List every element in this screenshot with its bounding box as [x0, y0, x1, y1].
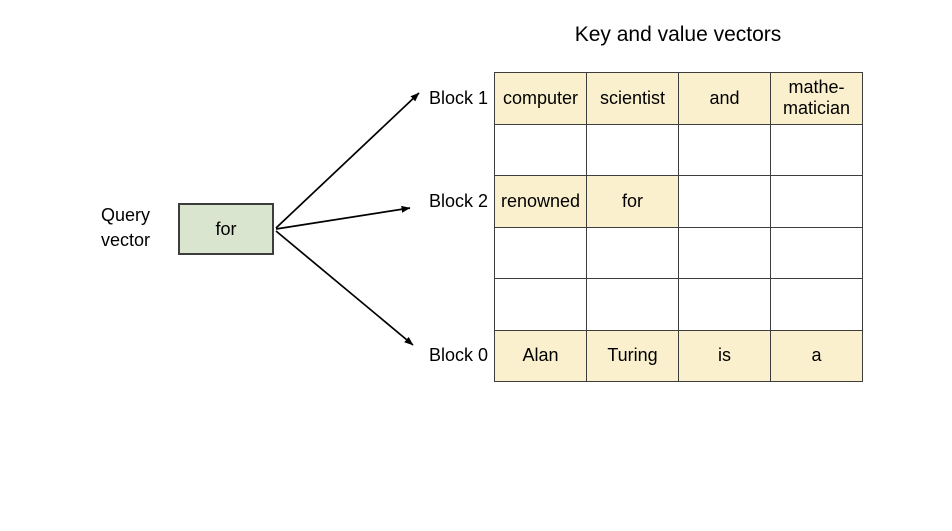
block-label-block-2: Block 2: [428, 190, 488, 211]
grid-row: [494, 123, 863, 176]
grid-row: [494, 226, 863, 279]
grid-cell-text: is: [718, 345, 731, 366]
grid-cell-r6-c2: Turing: [586, 329, 679, 382]
grid-cell-r5-c4: [770, 278, 863, 331]
query-vector-label: Query vector: [101, 203, 177, 253]
grid-row: Alan Turing is a: [494, 329, 863, 382]
grid-cell-text: Alan: [522, 345, 559, 366]
grid-cell-text: scientist: [599, 87, 666, 108]
query-vector-value: for: [215, 218, 237, 239]
grid-cell-r2-c1: [494, 123, 587, 176]
grid-cell-r4-c2: [586, 226, 679, 279]
query-vector-label-line2: vector: [101, 230, 151, 250]
grid-cell-r1-c2: scientist: [586, 72, 679, 125]
grid-cell-r6-c4: a: [770, 329, 863, 382]
grid-cell-r5-c3: [678, 278, 771, 331]
arrow-to-block-0: [275, 230, 414, 346]
grid-cell-r4-c3: [678, 226, 771, 279]
grid-cell-r3-c1: renowned: [494, 175, 587, 228]
grid-cell-r5-c2: [586, 278, 679, 331]
grid-cell-r1-c3: and: [678, 72, 771, 125]
grid-cell-text: renowned: [500, 190, 581, 211]
grid-cell-r6-c3: is: [678, 329, 771, 382]
key-value-grid: computer scientist and mathe-matician renown…: [494, 72, 863, 382]
grid-cell-r4-c1: [494, 226, 587, 279]
grid-cell-r3-c2: for: [586, 175, 679, 228]
grid-cell-r1-c1: computer: [494, 72, 587, 125]
grid-row: renowned for: [494, 175, 863, 228]
arrow-to-block-2: [275, 205, 411, 230]
grid-cell-text: Turing: [607, 345, 658, 366]
grid-cell-r3-c3: [678, 175, 771, 228]
grid-cell-r1-c4: mathe-matician: [770, 72, 863, 125]
grid-cell-text: a: [811, 345, 822, 366]
block-label-block-1: Block 1: [428, 87, 488, 108]
grid-cell-r5-c1: [494, 278, 587, 331]
query-vector-box: for: [178, 203, 274, 255]
block-label-block-0: Block 0: [428, 345, 488, 366]
grid-cell-text: and: [709, 87, 740, 108]
grid-row: [494, 278, 863, 331]
grid-row: computer scientist and mathe-matician: [494, 72, 863, 125]
grid-cell-r2-c4: [770, 123, 863, 176]
grid-cell-r6-c1: Alan: [494, 329, 587, 382]
grid-cell-text: for: [621, 190, 643, 211]
grid-cell-text: computer: [502, 87, 579, 108]
query-vector-label-line1: Query: [101, 205, 151, 225]
grid-cell-text: matician: [782, 98, 851, 119]
grid-cell-r4-c4: [770, 226, 863, 279]
grid-cell-r2-c2: [586, 123, 679, 176]
grid-cell-text: mathe-: [788, 77, 845, 98]
grid-cell-r3-c4: [770, 175, 863, 228]
grid-cell-r2-c3: [678, 123, 771, 176]
page-title: Key and value vectors: [574, 23, 782, 46]
